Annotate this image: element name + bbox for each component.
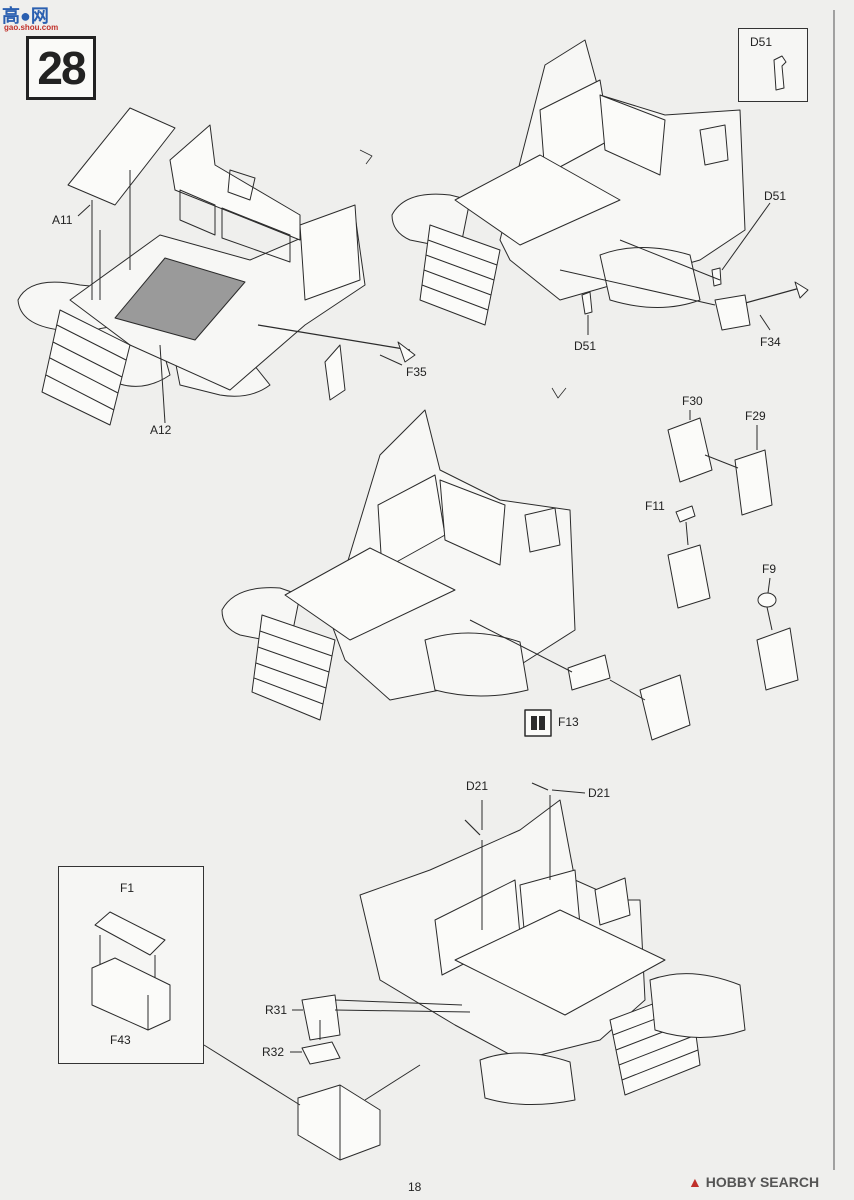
- part-label-a12: A12: [150, 423, 172, 437]
- part-label-d21-left: D21: [466, 779, 489, 793]
- f1-f43-detail-inset: [58, 866, 204, 1064]
- f1-f43-inset-drawing: [91, 911, 171, 1031]
- site-url-watermark: gao.shou.com: [4, 23, 59, 32]
- part-label-f34: F34: [760, 335, 781, 349]
- step-number: 28: [37, 42, 86, 94]
- part-label-f9: F9: [762, 562, 777, 576]
- hobby-search-logo-icon: ▲: [688, 1174, 702, 1190]
- step-number-badge: 28: [26, 36, 96, 100]
- vehicle-view-1: [17, 107, 416, 426]
- part-label-d51-top: D51: [764, 189, 787, 203]
- hobby-search-text: HOBBY SEARCH: [705, 1174, 820, 1190]
- vehicle-view-3: [221, 409, 691, 741]
- part-label-f35: F35: [406, 365, 427, 379]
- jerrycan-parts: [667, 410, 799, 691]
- vehicle-view-4: [203, 782, 746, 1161]
- part-label-r31: R31: [265, 1003, 288, 1017]
- part-label-d51-bottom: D51: [574, 339, 597, 353]
- d51-detail-inset: [738, 28, 808, 102]
- part-label-d51-box: D51: [750, 35, 773, 49]
- part-label-d21-right: D21: [588, 786, 611, 800]
- part-label-f30: F30: [682, 394, 703, 408]
- part-label-f13: F13: [558, 715, 579, 729]
- page-number: 18: [408, 1180, 422, 1194]
- part-label-f43: F43: [110, 1033, 131, 1047]
- part-label-r32: R32: [262, 1045, 285, 1059]
- part-label-f11: F11: [645, 499, 665, 513]
- vehicle-view-2: [391, 39, 809, 335]
- site-logo-watermark: 高●网: [2, 6, 49, 26]
- part-label-f29: F29: [745, 409, 766, 423]
- part-label-a11: A11: [52, 213, 73, 227]
- hobby-search-watermark: ▲ HOBBY SEARCH: [688, 1174, 819, 1190]
- part-label-f1: F1: [120, 881, 135, 895]
